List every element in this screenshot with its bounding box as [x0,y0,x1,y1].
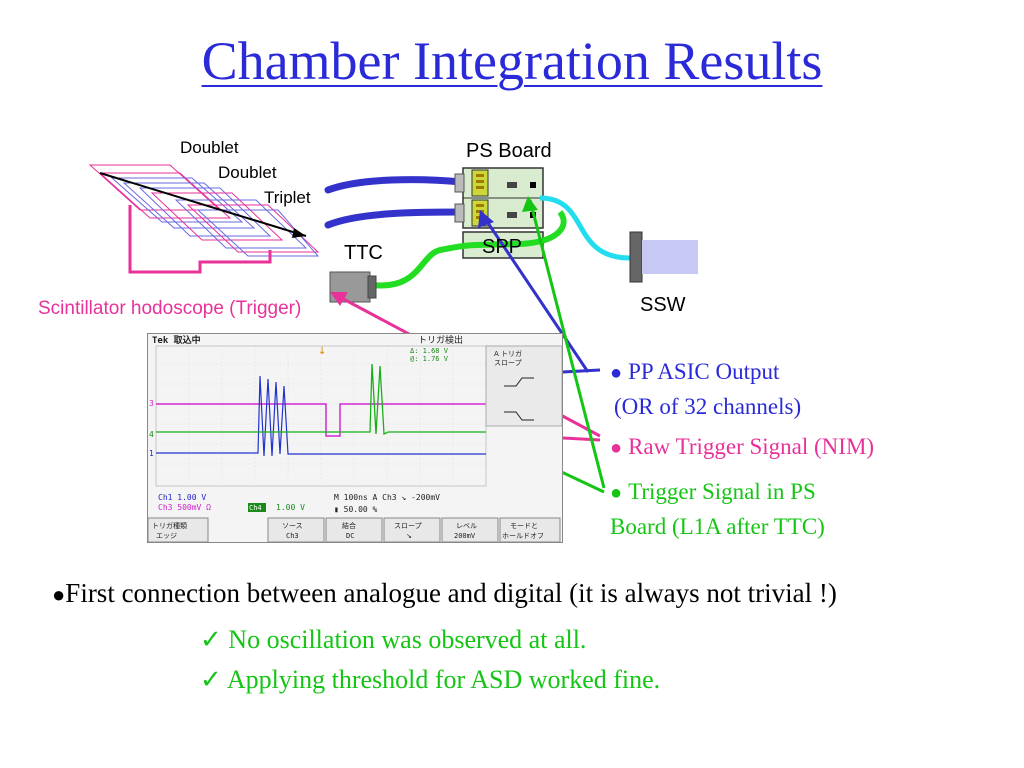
particle-track [99,172,307,237]
softkey-6-bottom: ホールドオフ [502,532,544,540]
label-ssw: SSW [640,294,686,316]
green-cable [371,210,567,289]
softkey-5-bottom: 200mV [454,532,476,540]
oscilloscope-traces: Tek 取込中 トリガ検出 Δ: 1.68 V @: 1.76 V 3 4 1 … [147,334,563,543]
scope-delta: Δ: 1.68 V [410,347,449,355]
scope-marker-3: 3 [149,399,154,408]
trigger-ps-line2: Board (L1A after TTC) [610,514,825,539]
softkey-1-top: トリガ種類 [152,521,187,530]
scope-marker-4: 4 [149,430,154,439]
annotation-trigger-ps: ●Trigger Signal in PS Board (L1A after T… [610,475,825,544]
check-item-text: No oscillation was observed at all. [228,625,587,654]
slide-title: Chamber Integration Results [201,31,823,91]
pp-asic-line2: (OR of 32 channels) [614,394,802,419]
annotation-pp-asic: ●PP ASIC Output (OR of 32 channels) [610,355,801,424]
scope-header-left: Tek 取込中 [152,334,201,346]
bullet-icon: ● [52,582,66,607]
softkey-6-top: モードと [510,522,538,530]
trace-ch4 [156,363,486,436]
svg-text:↓: ↓ [318,346,326,357]
softkey-5-top: レベル [456,522,477,530]
check-list: ✓ No oscillation was observed at all. ✓ … [200,620,660,700]
bullet-icon: ● [610,482,623,504]
softkey-1-bottom: エッジ [156,532,177,540]
bullet-icon: ● [610,437,623,459]
label-ps-board: PS Board [466,140,552,162]
scope-ch1: Ch1 1.00 V [158,493,206,502]
raw-trigger-text: Raw Trigger Signal (NIM) [628,434,875,459]
scope-ch3: Ch3 500mV Ω [158,503,211,512]
softkey-3-bottom: DC [346,532,354,540]
main-bullet-text: First connection between analogue and di… [65,578,837,608]
softkey-4-bottom: ↘ [406,532,412,540]
check-item-1: ✓ No oscillation was observed at all. [200,620,660,660]
chamber-triplet [174,199,320,257]
scope-position: ▮ 50.00 % [334,505,378,514]
trace-ch1 [156,375,486,457]
softkey-4-top: スロープ [394,522,422,530]
label-scintillator: Scintillator hodoscope (Trigger) [38,298,302,319]
ssw-box [642,240,698,274]
annotation-raw-trigger: ●Raw Trigger Signal (NIM) [610,430,874,465]
blue-cable-1 [324,176,466,194]
scope-at: @: 1.76 V [410,355,449,363]
main-bullet: ●First connection between analogue and d… [52,574,952,614]
scope-menu-2: スロープ [494,359,522,367]
label-doublet-2: Doublet [218,163,277,182]
bullet-icon: ● [610,362,623,384]
scope-timebase: M 100ns A Ch3 ↘ -200mV [334,493,440,502]
softkey-2-bottom: Ch3 [286,532,299,540]
softkey-3-top: 結合 [342,521,356,530]
check-icon: ✓ [200,625,222,654]
check-icon: ✓ [200,665,222,694]
label-triplet: Triplet [264,188,311,207]
cyan-cable [539,195,631,261]
scope-softkeys: トリガ種類 エッジ ソース Ch3 結合 DC スロープ ↘ レベル 200mV… [147,517,561,543]
check-item-text: Applying threshold for ASD worked fine. [226,665,661,694]
ssw-connector [629,231,643,283]
scope-marker-1: 1 [149,449,154,458]
check-item-2: ✓ Applying threshold for ASD worked fine… [200,660,660,700]
blue-cable-2 [324,208,466,229]
trace-ch3 [156,403,486,437]
label-doublet-1: Doublet [180,138,239,157]
label-ttc: TTC [344,242,383,264]
pp-asic-line1: PP ASIC Output [628,359,780,384]
softkey-2-top: ソース [282,522,303,530]
scope-ch4: 1.00 V [276,503,305,512]
trigger-ps-line1: Trigger Signal in PS [628,479,816,504]
scope-menu-1: A トリガ [494,349,522,358]
chamber-doublet-1 [88,164,256,229]
oscilloscope-screen: Tek 取込中 トリガ検出 Δ: 1.68 V @: 1.76 V 3 4 1 … [147,333,563,543]
scope-header-right: トリガ検出 [418,334,463,346]
label-spp: SPP [482,236,523,258]
scope-ch4-tag: Ch4 [249,504,262,512]
chamber-doublet-2 [138,187,284,241]
